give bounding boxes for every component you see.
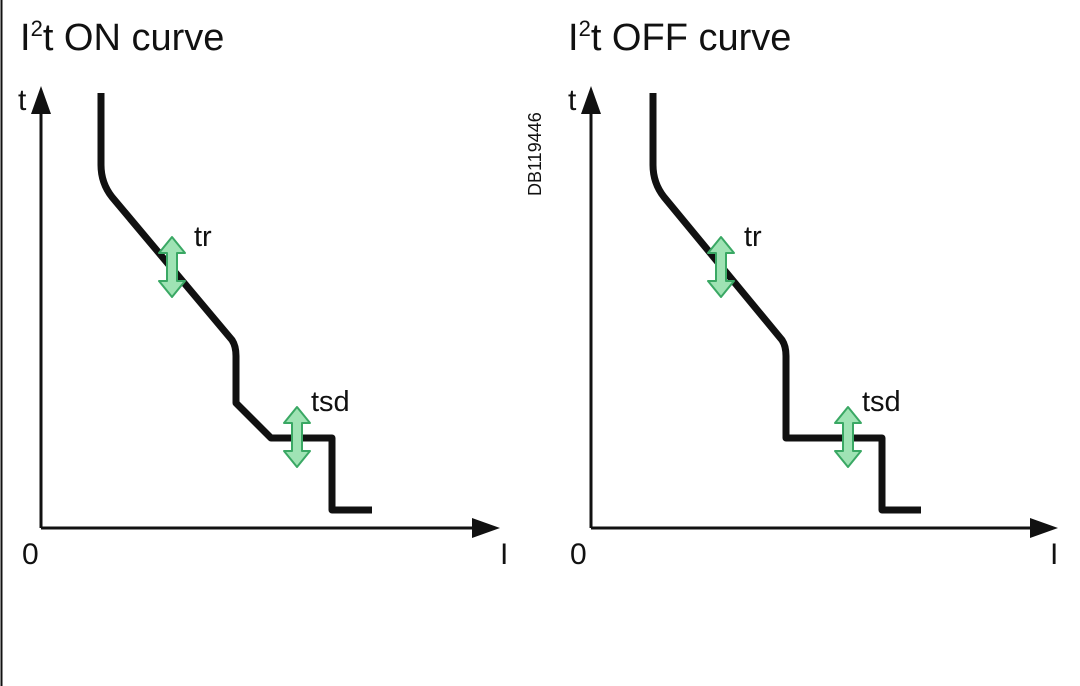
title-superscript: 2: [579, 16, 591, 41]
y-axis-label: t: [18, 84, 27, 117]
x-axis-label: I: [500, 538, 508, 571]
double-arrow-vertical-icon: [834, 406, 862, 468]
y-axis-label: t: [568, 84, 577, 117]
tr-adjust-marker: tr: [158, 221, 212, 298]
double-arrow-vertical-icon: [707, 236, 735, 298]
title-suffix: t ON curve: [43, 17, 225, 59]
title-prefix: I: [568, 17, 579, 59]
tsd-adjust-marker: tsd: [834, 386, 901, 468]
y-axis-arrowhead: [31, 86, 51, 114]
origin-label: 0: [570, 538, 587, 571]
tr-label: tr: [194, 221, 212, 253]
double-arrow-vertical-icon: [158, 236, 186, 298]
tsd-adjust-marker: tsd: [283, 386, 350, 468]
title-prefix: I: [20, 17, 31, 59]
double-arrow-vertical-icon: [283, 406, 311, 468]
title-superscript: 2: [31, 16, 43, 41]
tr-label: tr: [744, 221, 762, 253]
title-suffix: t OFF curve: [591, 17, 792, 59]
x-axis-arrowhead: [472, 518, 500, 538]
trip-curve-i2t-off: [649, 93, 921, 514]
panel-i2t-off: I2t OFF curve t I 0 tr tsd: [568, 16, 1058, 571]
x-axis-arrowhead: [1030, 518, 1058, 538]
panel-i2t-on: I2t ON curve t I 0 tr tsd: [18, 16, 508, 571]
tr-adjust-marker: tr: [707, 221, 762, 298]
panel-title-on: I2t ON curve: [20, 16, 224, 59]
trip-curve-i2t-on: [97, 93, 372, 514]
panel-title-off: I2t OFF curve: [568, 16, 791, 59]
diagram-reference-code: DB119446: [525, 112, 545, 196]
y-axis-arrowhead: [581, 86, 601, 114]
tsd-label: tsd: [311, 386, 350, 418]
x-axis-label: I: [1050, 538, 1058, 571]
tsd-label: tsd: [862, 386, 901, 418]
origin-label: 0: [22, 538, 39, 571]
